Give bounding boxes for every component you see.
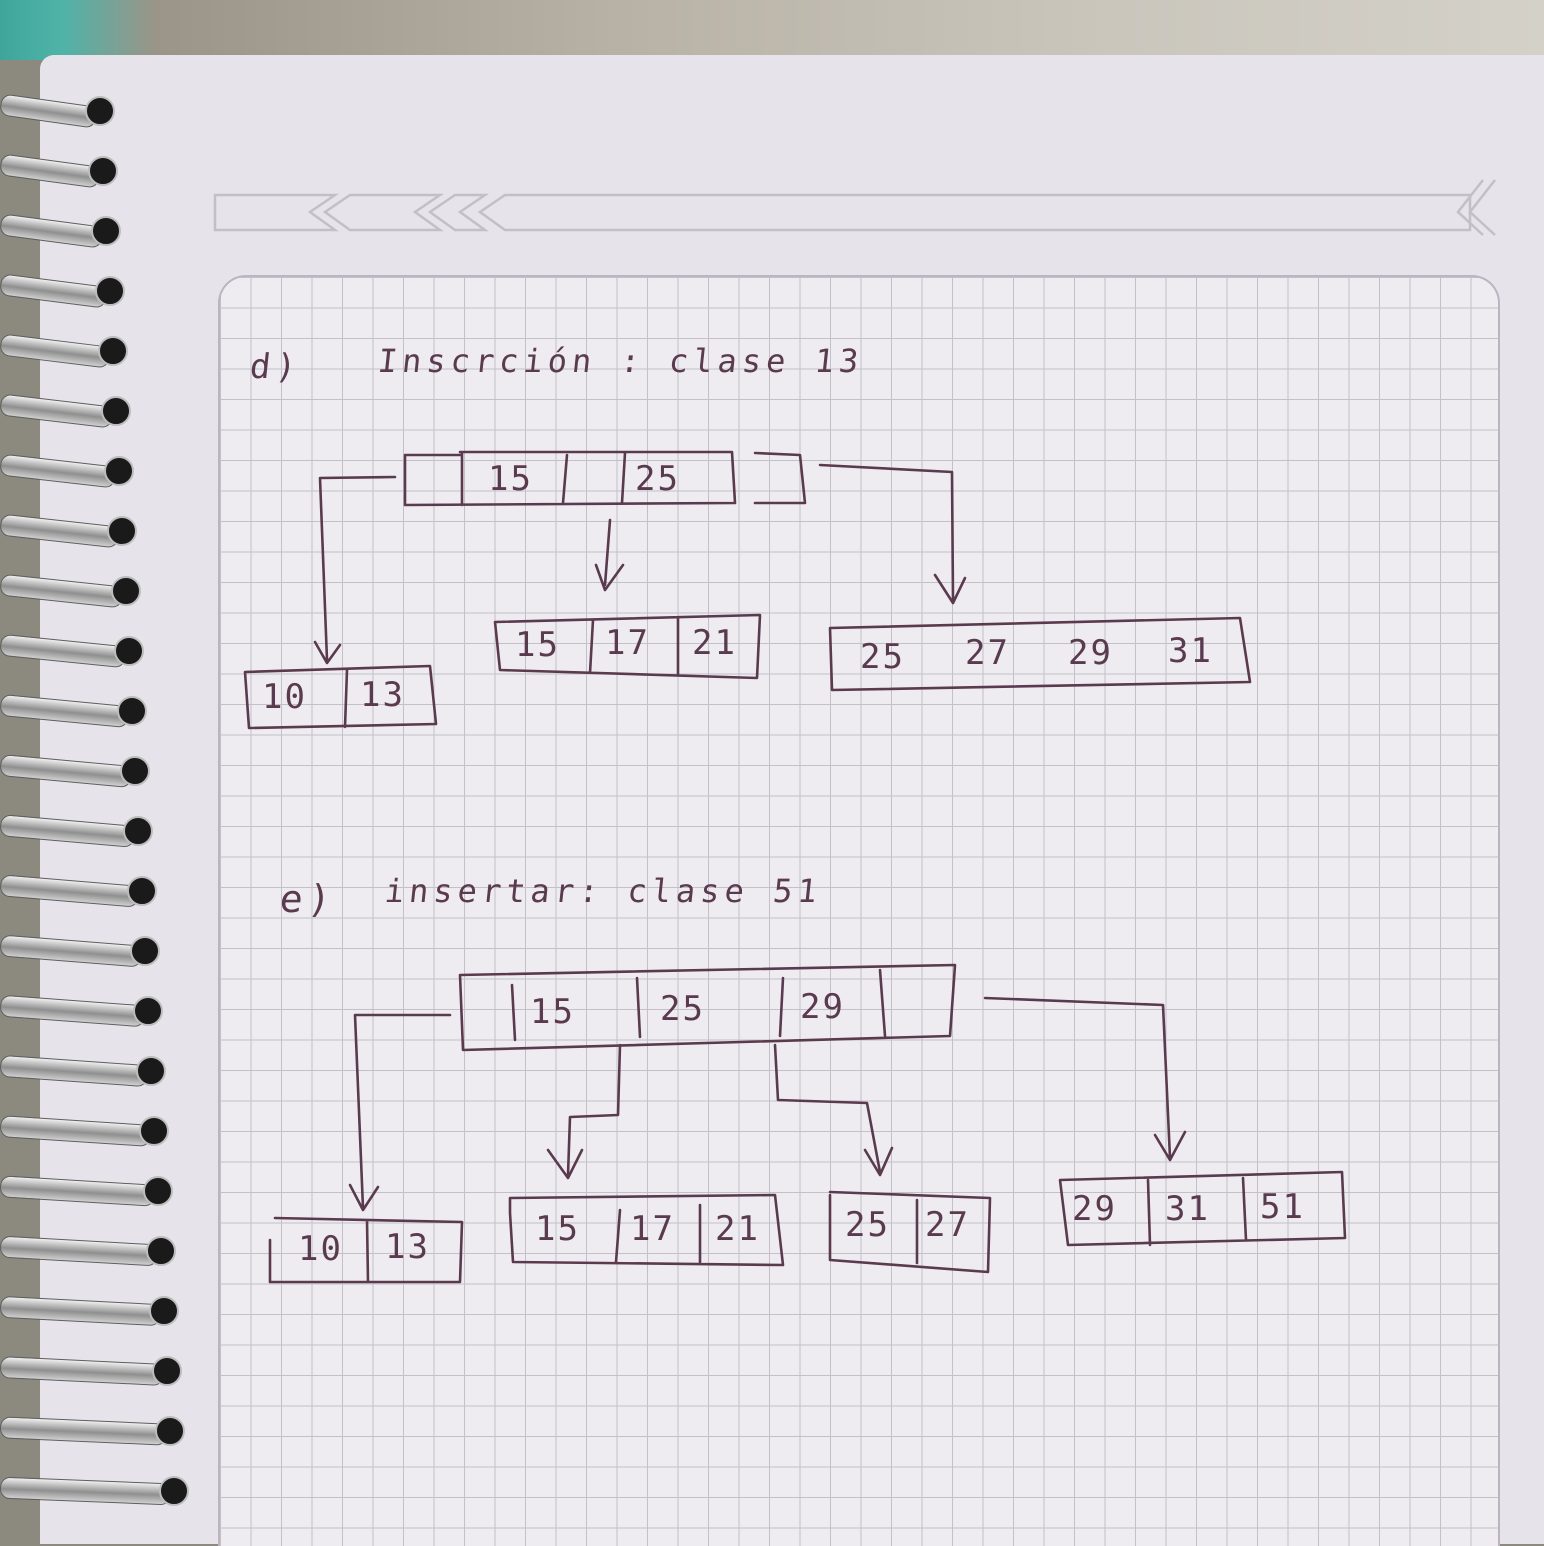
- e-root-key-3: 29: [800, 987, 845, 1027]
- d-child-node-2: [493, 613, 762, 680]
- binding-hole: [139, 1116, 169, 1146]
- binding-hole: [136, 1056, 166, 1086]
- e-child-4-key-3: 51: [1260, 1187, 1305, 1227]
- page-header-ornament: [213, 179, 1496, 236]
- section-d-title: Inscrción : clase 13: [376, 342, 866, 380]
- binding-hole: [127, 876, 157, 906]
- e-root-key-1: 15: [530, 992, 575, 1032]
- e-child-2-key-1: 15: [535, 1209, 580, 1249]
- e-child-1-key-2: 13: [385, 1227, 430, 1267]
- e-root-node: [458, 963, 957, 1052]
- d-root-key-2: 25: [635, 459, 680, 499]
- d-child-1-key-2: 13: [360, 675, 405, 715]
- e-child-4-key-2: 31: [1165, 1189, 1210, 1229]
- d-root-key-1: 15: [488, 459, 533, 499]
- e-child-3-key-1: 25: [845, 1205, 890, 1245]
- d-edge-left: [313, 475, 397, 665]
- d-child-3-key-3: 29: [1068, 633, 1113, 673]
- binding-hole: [91, 216, 121, 246]
- binding-hole: [146, 1236, 176, 1266]
- binding-hole: [123, 816, 153, 846]
- d-child-3-key-4: 31: [1168, 631, 1213, 671]
- binding-hole: [149, 1296, 179, 1326]
- section-d-label: d): [247, 347, 304, 387]
- e-child-1-key-1: 10: [298, 1229, 343, 1269]
- d-child-2-key-1: 15: [515, 625, 560, 665]
- binding-hole: [152, 1356, 182, 1386]
- e-root-key-2: 25: [660, 989, 705, 1029]
- d-child-3-key-2: 27: [965, 633, 1010, 673]
- d-root-node: [403, 450, 807, 507]
- d-edge-middle: [594, 518, 625, 592]
- e-child-node-4: [1058, 1170, 1347, 1247]
- d-child-3-key-1: 25: [860, 637, 905, 677]
- binding-hole: [130, 936, 160, 966]
- binding-hole: [95, 276, 125, 306]
- binding-hole: [133, 996, 163, 1026]
- section-e-title: insertar: clase 51: [383, 872, 824, 910]
- e-child-node-3: [828, 1190, 992, 1274]
- binding-hole: [117, 696, 147, 726]
- binding-hole: [101, 396, 131, 426]
- e-child-node-2: [508, 1193, 785, 1267]
- binding-hole: [159, 1476, 189, 1506]
- e-child-4-key-1: 29: [1072, 1189, 1117, 1229]
- binding-hole: [107, 516, 137, 546]
- e-child-2-key-2: 17: [630, 1209, 675, 1249]
- binding-hole: [104, 456, 134, 486]
- binding-hole: [88, 156, 118, 186]
- binding-hole: [98, 336, 128, 366]
- binding-hole: [143, 1176, 173, 1206]
- e-edge-2: [546, 1043, 622, 1180]
- e-child-3-key-2: 27: [925, 1205, 970, 1245]
- binding-hole: [155, 1416, 185, 1446]
- binding-hole: [111, 576, 141, 606]
- d-child-node-3: [828, 616, 1252, 692]
- d-child-node-1: [243, 664, 438, 730]
- desk-background: [0, 0, 1544, 60]
- e-edge-4: [983, 996, 1187, 1162]
- e-child-node-1: [268, 1216, 464, 1284]
- e-child-2-key-3: 21: [715, 1209, 760, 1249]
- d-child-2-key-2: 17: [605, 623, 650, 663]
- e-edge-3: [773, 1043, 894, 1177]
- d-child-2-key-3: 21: [692, 623, 737, 663]
- e-edge-1: [348, 1013, 452, 1212]
- d-child-1-key-1: 10: [262, 677, 307, 717]
- binding-hole: [114, 636, 144, 666]
- section-e-label: e): [277, 877, 339, 921]
- grid-paper: [218, 275, 1500, 1546]
- spiral-binding: [0, 90, 190, 1530]
- section-d-drawing: [243, 450, 1252, 730]
- binding-hole: [85, 96, 115, 126]
- binding-hole: [120, 756, 150, 786]
- section-e-drawing: [268, 963, 1347, 1284]
- d-edge-right: [818, 463, 967, 605]
